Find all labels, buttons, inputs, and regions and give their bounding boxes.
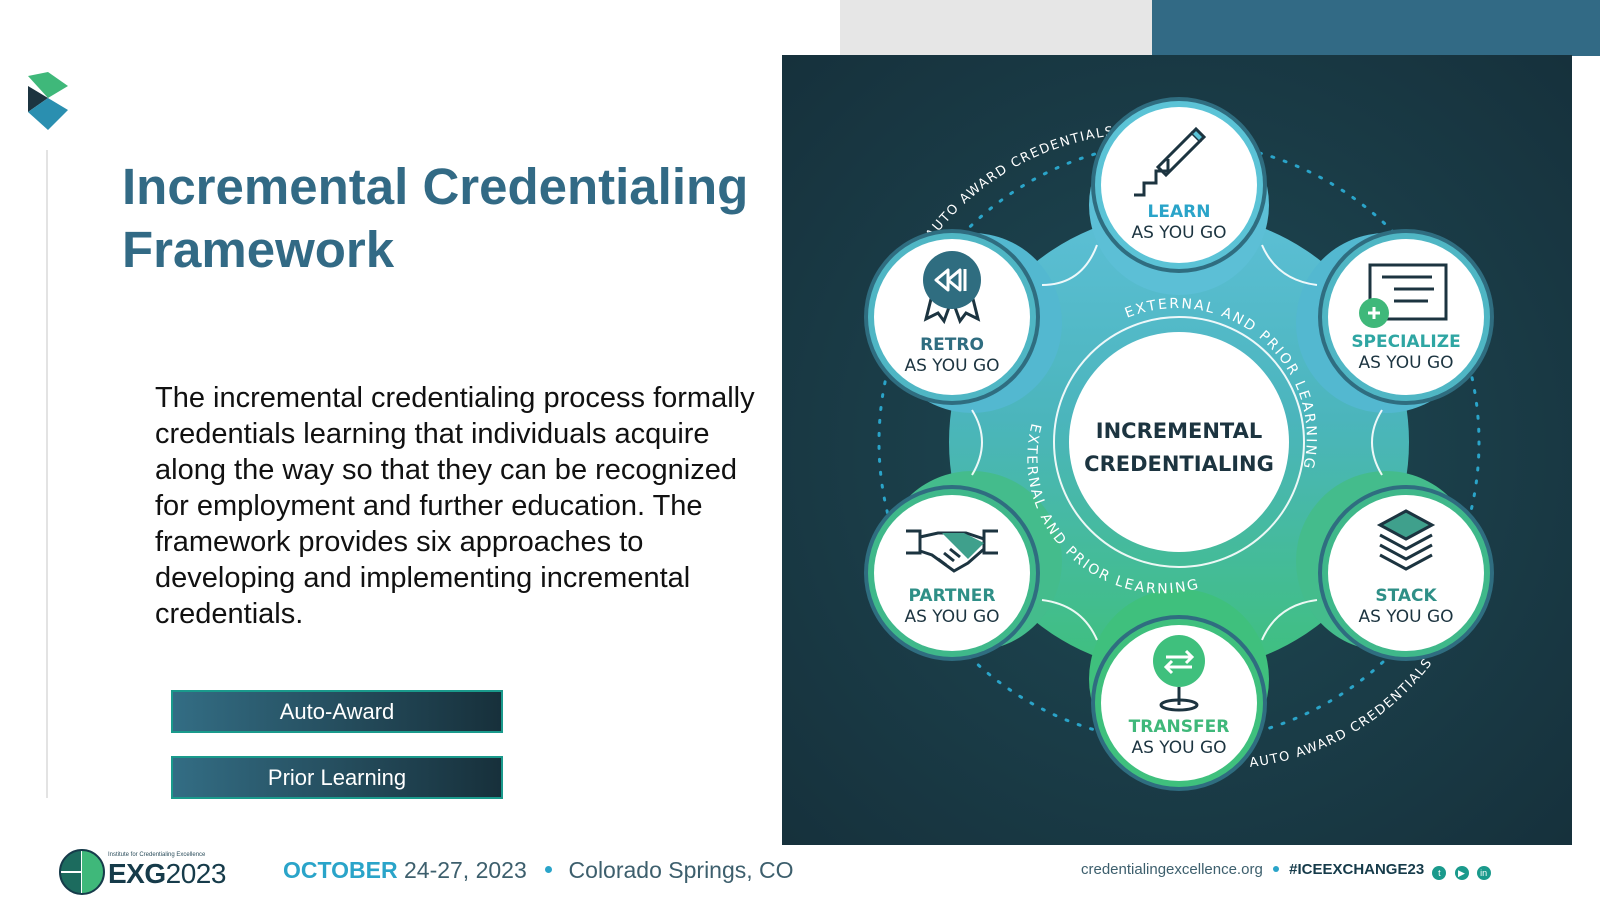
- footer-hashtag[interactable]: #ICEEXCHANGE23: [1289, 861, 1425, 878]
- linkedin-icon[interactable]: in: [1476, 866, 1491, 880]
- footer-separator-dot-2: [1272, 865, 1279, 872]
- body-text: The incremental credentialing process fo…: [155, 382, 755, 630]
- node-learn[interactable]: LEARN AS YOU GO: [1091, 97, 1267, 273]
- top-band-blue: [1152, 0, 1600, 56]
- top-band-gray: [840, 0, 1152, 56]
- transfer-pin-icon: [1153, 635, 1205, 712]
- footer-institute: Institute for Credentialing Excellence: [108, 852, 206, 858]
- footer-exg-bold: EXG: [108, 858, 166, 889]
- node-transfer[interactable]: TRANSFER AS YOU GO: [1091, 615, 1267, 791]
- divider-line: [46, 150, 48, 798]
- center-line1: INCREMENTAL: [1096, 419, 1262, 443]
- node-learn-title: LEARN: [1148, 202, 1211, 222]
- node-transfer-title: TRANSFER: [1129, 717, 1230, 737]
- footer-exg-year: 2023: [165, 858, 227, 889]
- footer-dates: 24-27, 2023: [403, 857, 527, 883]
- certificate-plus-icon: [1359, 263, 1448, 328]
- stack-layers-icon: [1376, 509, 1436, 571]
- legend-auto-award[interactable]: Auto-Award: [171, 690, 503, 733]
- youtube-icon[interactable]: ▶: [1454, 866, 1469, 880]
- exg-globe-logo-icon: [59, 849, 105, 895]
- center-line2: CREDENTIALING: [1084, 452, 1274, 476]
- ice-logo-icon: [28, 72, 68, 130]
- node-retro-sub: AS YOU GO: [904, 356, 999, 376]
- node-learn-sub: AS YOU GO: [1131, 223, 1226, 243]
- node-stack-title: STACK: [1375, 586, 1437, 606]
- footer-website-link[interactable]: credentialingexcellence.org: [1081, 861, 1263, 878]
- node-transfer-sub: AS YOU GO: [1131, 738, 1226, 758]
- footer-separator-dot: [545, 866, 553, 874]
- node-partner[interactable]: PARTNER AS YOU GO: [864, 485, 1040, 661]
- stairs-pencil-icon: [1134, 126, 1207, 197]
- node-specialize-sub: AS YOU GO: [1358, 353, 1453, 373]
- page-title: Incremental Credentialing Framework: [122, 158, 749, 278]
- legend-prior-learning[interactable]: Prior Learning: [171, 756, 503, 799]
- center-circle: [1069, 332, 1289, 552]
- node-specialize-title: SPECIALIZE: [1351, 332, 1460, 352]
- footer-month: OCTOBER: [283, 857, 398, 883]
- rewind-ribbon-icon: [923, 251, 981, 325]
- node-specialize[interactable]: SPECIALIZE AS YOU GO: [1318, 229, 1494, 405]
- handshake-icon: [906, 529, 998, 573]
- twitter-icon[interactable]: t: [1432, 866, 1447, 880]
- footer-exg-brand: EXG2023: [108, 858, 226, 890]
- node-partner-sub: AS YOU GO: [904, 607, 999, 627]
- node-stack[interactable]: STACK AS YOU GO: [1318, 485, 1494, 661]
- node-retro[interactable]: RETRO AS YOU GO: [864, 229, 1040, 405]
- connector-curves: [971, 244, 1383, 641]
- inner-ring: [1053, 316, 1305, 568]
- footer-location: Colorado Springs, CO: [568, 857, 794, 883]
- node-partner-title: PARTNER: [909, 586, 996, 606]
- node-retro-title: RETRO: [920, 335, 984, 355]
- framework-diagram: INCREMENTAL CREDENTIALING AUTO AWARD CRE…: [782, 55, 1572, 845]
- footer-links: credentialingexcellence.org #ICEEXCHANGE…: [1081, 861, 1491, 880]
- node-stack-sub: AS YOU GO: [1358, 607, 1453, 627]
- footer-event-info: OCTOBER 24-27, 2023 Colorado Springs, CO: [283, 857, 794, 884]
